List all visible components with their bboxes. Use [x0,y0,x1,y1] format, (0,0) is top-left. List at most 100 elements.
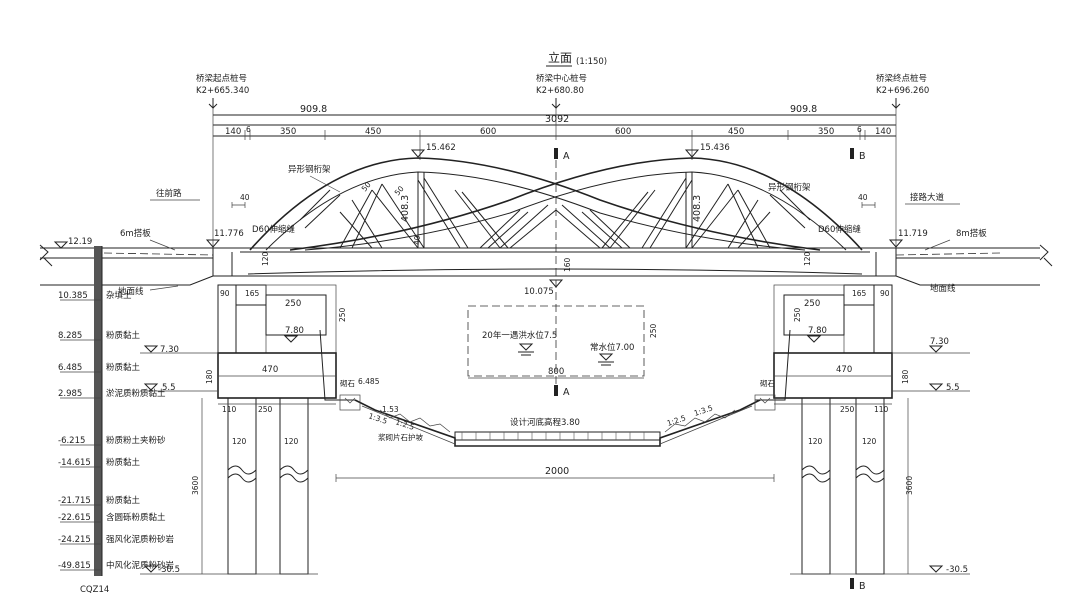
center-station-label: 桥梁中心桩号 [536,73,587,84]
soil-elev-6: -21.715 [58,496,91,506]
bridge-deck [212,247,897,277]
dim-half-left: 909.8 [300,104,327,115]
dim-40-left-line [231,202,246,208]
soil-elev-1: 8.285 [58,331,82,341]
section-a-bottom: A [563,387,570,398]
soil-name-2: 粉质黏土 [106,362,141,373]
soil-name-7: 含圆砾粉质黏土 [106,512,166,523]
dim-450-right: 450 [728,127,744,137]
section-b-top-mark [850,148,854,159]
dim-90-right: 90 [880,289,890,298]
approach-left-label: 往前路 [156,188,182,199]
soil-name-9: 中风化泥质粉砂岩 [106,560,175,571]
dim-140-right: 140 [875,127,891,137]
dim-250-right-v: 250 [793,307,802,322]
ground-left-label: 地面线 [118,286,144,297]
elev-730-right: 7.30 [930,337,949,347]
elev-305-right: -30.5 [946,565,968,575]
soil-elev-2: 6.485 [58,363,82,373]
top-dimensions [212,108,897,255]
dim-165-left: 165 [245,289,260,298]
dim-120-pile-l1: 120 [232,437,247,446]
center-station-value: K2+680.80 [536,86,584,96]
soil-name-4: 粉质粉土夹粉砂 [106,435,166,446]
ground-left-leader [149,285,179,291]
dim-180-left: 180 [205,369,214,384]
dim-120-pile-r1: 120 [808,437,823,446]
soil-elev-8: -24.215 [58,535,91,545]
slab-right-label: 8m搭板 [956,228,987,239]
dim-165-right: 165 [852,289,867,298]
soil-name-8: 强风化泥质粉砂岩 [106,534,175,545]
dim-2000-ticks [335,474,775,482]
elev-55-right-marker [928,383,944,391]
elev-730-left: 7.30 [160,345,179,355]
elev-780-right: 7.80 [808,326,827,336]
dim-90-left: 90 [220,289,230,298]
dim-40-inner: 40 [413,235,422,245]
dim-250-right-h: 250 [804,299,820,309]
dim-120-pile-l2: 120 [284,437,299,446]
deck-right-marker [888,239,904,248]
elev-305-left: -30.5 [158,565,180,575]
soil-elev-0: 10.385 [58,291,88,301]
soil-name-6: 粉质黏土 [106,495,141,506]
truss-left-leader [309,175,341,193]
normal-level: 常水位7.00 [590,342,634,353]
truss-right-label: 异形钢桁架 [768,182,811,193]
slope-right2: 1:3.5 [693,403,714,418]
dim-350-left: 350 [280,127,296,137]
dim-160: 160 [563,257,572,272]
soil-elev-9: -49.815 [58,561,91,571]
start-station-value: K2+665.340 [196,86,249,96]
elev-55-left: 5.5 [162,383,176,393]
dim-6-right: 6 [857,125,862,134]
elev-6485: 6.485 [358,377,380,386]
dim-470-left: 470 [262,365,278,375]
water-level-box [467,305,645,377]
deck-right-elev: 11.719 [898,229,928,239]
dry-stone-right: 砌石 [760,379,775,388]
borehole-column [94,246,103,576]
joint-left-label: D60伸缩缝 [252,224,295,235]
peak-left-marker [410,149,426,158]
dim-250-left-cap: 250 [258,405,273,414]
dim-250-box: 250 [649,323,658,338]
soil-elev-7: -22.615 [58,513,91,523]
center-station-arrow [551,98,561,110]
section-b-top: B [859,151,866,162]
slab-right-leader [924,239,951,251]
flood-level: 20年一遇洪水位7.5 [482,330,557,341]
elev-780-left-marker [283,335,299,343]
section-b-bottom: B [859,581,866,592]
dry-stone-left: 砌石 [340,379,355,388]
end-station-label: 桥梁终点桩号 [876,73,927,84]
dim-40-right-line [861,202,876,208]
approach-right-label: 接路大道 [910,192,945,203]
drawing-scale: (1:150) [576,57,607,67]
dim-110-left: 110 [222,405,237,414]
dim-408-right: 408.3 [692,195,703,222]
peak-right-elev: 15.436 [700,143,730,153]
dim-450-left: 450 [365,127,381,137]
soil-name-1: 粉质黏土 [106,330,141,341]
dim-total: 3092 [545,114,569,125]
elev-305-right-marker [928,565,944,573]
soil-elev-3: 2.985 [58,389,82,399]
elev-730-left-marker [143,345,159,353]
dim-3600-left: 3600 [191,476,200,495]
start-station-arrow [208,98,218,110]
ground-elev: 12.19 [68,237,92,247]
soil-name-3: 淤泥质粉质黏土 [106,388,166,399]
dim-40-right: 40 [858,193,868,202]
flood-level-marker [518,343,534,356]
start-station-label: 桥梁起点桩号 [196,73,247,84]
section-a-top-mark [554,148,558,159]
dim-600-right: 600 [615,127,631,137]
bottom-center-elev: 10.075 [524,287,554,297]
dim-600-left: 600 [480,127,496,137]
steel-truss [249,157,863,251]
dim-153: 1.53 [382,405,399,414]
